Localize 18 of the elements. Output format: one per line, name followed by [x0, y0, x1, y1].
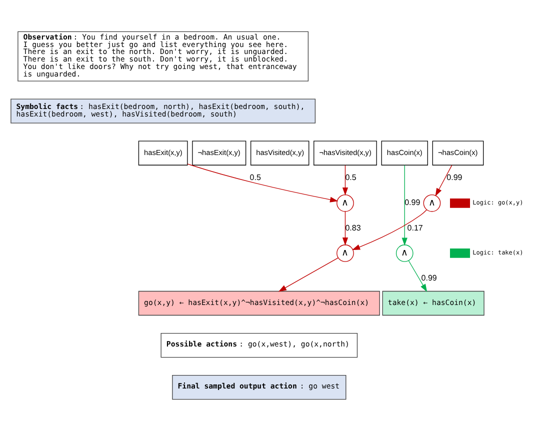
arrow — [352, 208, 428, 250]
arrow — [402, 164, 408, 246]
node-box: ¬hasExit(x,y) — [192, 140, 246, 165]
node-box: hasCoin(x) — [381, 140, 428, 165]
arrow — [278, 257, 339, 292]
arrow — [408, 260, 428, 292]
node-circle: ∧ — [396, 244, 414, 262]
arrow — [342, 164, 348, 196]
arrow — [435, 164, 452, 196]
node-circle: ∧ — [423, 194, 441, 212]
node-box: ¬hasVisited(x,y) — [314, 140, 377, 165]
node-box: hasVisited(x,y) — [250, 140, 310, 165]
arrow — [187, 163, 338, 202]
arrow — [342, 210, 348, 246]
node-circle: ∧ — [336, 244, 354, 262]
node-box: hasExit(x,y) — [138, 140, 188, 165]
node-circle: ∧ — [336, 194, 354, 212]
node-box: ¬hasCoin(x) — [432, 140, 484, 165]
